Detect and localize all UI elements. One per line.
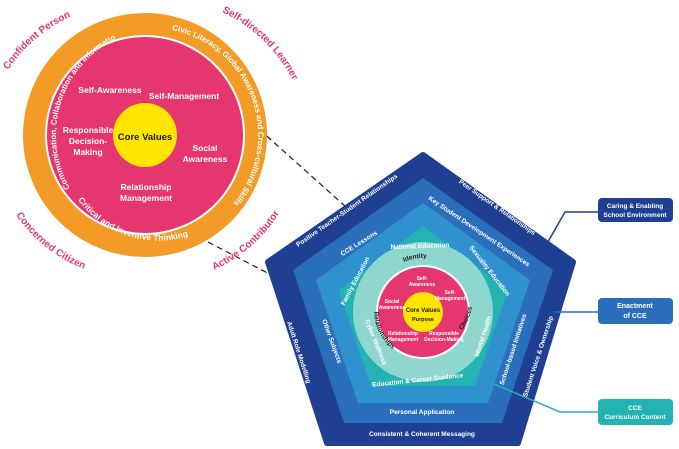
cce-label-2: Curriculum Content xyxy=(604,414,666,421)
cce-connector xyxy=(493,383,598,413)
core-values-label: Core Values xyxy=(118,132,172,143)
sel-self-awareness-2: Awareness xyxy=(409,282,436,288)
personal-application-label: Personal Application xyxy=(390,409,454,416)
relationship-label-1: Relationship xyxy=(120,182,171,192)
callouts: Caring & Enabling School Environment Ena… xyxy=(493,198,673,425)
sel-responsible-2: Decision-Making xyxy=(424,337,464,343)
caring-label-1: Caring & Enabling xyxy=(607,203,663,210)
responsible-label-1: Responsible xyxy=(63,125,114,135)
social-label-2: Awareness xyxy=(183,154,228,164)
sel-social-awareness-1: Social xyxy=(385,299,400,305)
sel-relationship-1: Relationship xyxy=(388,331,418,337)
cce-label-1: CCE xyxy=(628,405,642,412)
sel-social-awareness-2: Awareness xyxy=(379,305,406,311)
identity-label: Identity xyxy=(402,253,427,264)
core-values-small-circle xyxy=(403,292,443,332)
self-management-label: Self-Management xyxy=(149,91,220,101)
self-awareness-label: Self-Awareness xyxy=(78,85,141,95)
sel-self-management-2: Management xyxy=(435,296,466,302)
sel-responsible-1: Responsible xyxy=(429,331,459,337)
caring-callout-box xyxy=(598,198,673,222)
social-label-1: Social xyxy=(192,143,217,153)
responsible-label-2: Decision- xyxy=(69,136,107,146)
left-circle-diagram: Core Values Self-Awareness Self-Manageme… xyxy=(0,0,300,273)
enactment-label-2: of CCE xyxy=(623,313,647,320)
responsible-label-3: Making xyxy=(73,147,102,157)
enactment-callout-box xyxy=(598,298,673,324)
sel-self-awareness-1: Self- xyxy=(417,276,428,282)
sel-self-management-1: Self- xyxy=(445,290,456,296)
relationship-label-2: Management xyxy=(120,193,172,203)
enactment-label-1: Enactment xyxy=(617,303,653,310)
core-values-small-label: Core Values xyxy=(406,308,441,314)
sel-relationship-2: Management xyxy=(388,337,419,343)
caring-label-2: School Environment xyxy=(603,212,667,219)
cce-callout-box xyxy=(598,399,673,425)
core-values-circle xyxy=(113,103,177,167)
national-education-label: National Education xyxy=(390,242,449,251)
caring-connector xyxy=(544,211,598,248)
purpose-label: Purpose xyxy=(412,317,434,323)
pentagon-diagram: Core Values Purpose Self- Awareness Self… xyxy=(265,152,576,446)
consistent-messaging-label: Consistent & Coherent Messaging xyxy=(369,431,475,438)
